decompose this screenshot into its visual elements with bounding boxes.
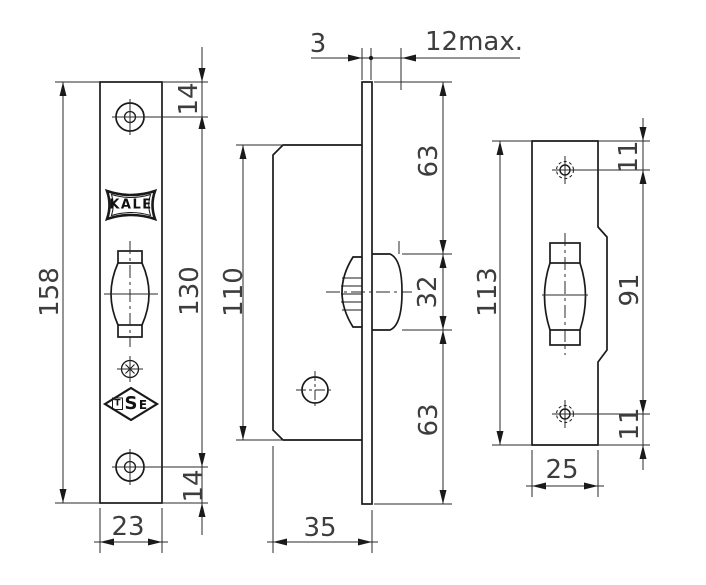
dim-front-top-offset: 14: [174, 82, 204, 116]
dim-front-bottom-offset: 14: [179, 469, 209, 503]
dim-side-thickness: 3: [309, 29, 327, 59]
dim-side-projection: 12max.: [425, 27, 523, 57]
tse-logo-letter-s: S: [124, 393, 138, 414]
dim-strike-hole-spacing: 91: [615, 273, 645, 307]
dim-side-latch-height: 32: [413, 275, 443, 309]
front-view: [99, 81, 163, 504]
dimension-lines: [55, 47, 650, 553]
dim-front-height: 158: [35, 267, 65, 317]
kale-brand-logo: KALE: [109, 197, 153, 213]
dim-strike-height: 113: [473, 267, 503, 317]
strike-view: [531, 140, 608, 446]
dim-strike-width: 25: [545, 455, 579, 485]
dim-side-body-height: 110: [219, 267, 249, 317]
dim-strike-bottom-offset: 11: [615, 407, 645, 441]
dimension-arrows: [59, 54, 647, 546]
tse-logo-letter-e: E: [138, 398, 148, 412]
dim-front-width: 23: [111, 512, 145, 542]
side-view: [272, 81, 403, 505]
side-view-centerlines: [296, 291, 412, 409]
dim-front-hole-spacing: 130: [175, 266, 205, 316]
side-view-detail: [341, 277, 362, 311]
dim-side-lower: 63: [414, 403, 444, 437]
strike-view-centerlines: [542, 156, 588, 428]
front-view-centerlines: [104, 99, 158, 485]
dim-strike-top-offset: 11: [614, 140, 644, 174]
tse-logo-letter-t: T: [114, 398, 121, 409]
dim-side-body-depth: 35: [303, 513, 337, 543]
dim-side-upper: 63: [414, 144, 444, 178]
